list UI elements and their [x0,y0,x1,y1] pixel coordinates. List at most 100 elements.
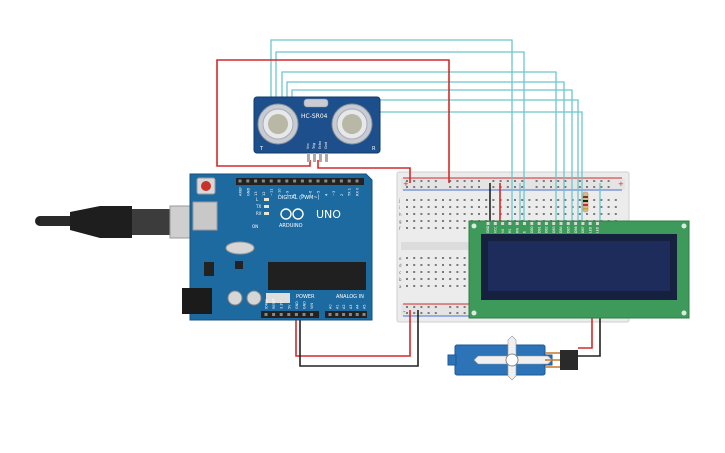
breadboard-rail-hole[interactable] [535,180,538,182]
breadboard-rail-hole[interactable] [506,186,509,188]
breadboard-hole[interactable] [449,227,452,229]
arduino-digital-pin[interactable] [300,179,304,183]
breadboard-hole[interactable] [434,199,437,201]
breadboard-hole[interactable] [420,206,423,208]
breadboard-rail-hole[interactable] [550,180,552,182]
breadboard-hole[interactable] [406,264,408,266]
breadboard-rail-hole[interactable] [506,180,509,182]
breadboard-hole[interactable] [449,285,452,287]
breadboard-hole[interactable] [413,271,416,273]
breadboard-hole[interactable] [535,213,538,215]
breadboard-hole[interactable] [420,199,423,201]
breadboard-hole[interactable] [463,213,466,215]
breadboard-hole[interactable] [492,206,495,208]
breadboard-rail-hole[interactable] [406,186,408,188]
breadboard-rail-hole[interactable] [427,186,430,188]
breadboard-hole[interactable] [406,271,408,273]
breadboard-hole[interactable] [521,206,524,208]
breadboard-hole[interactable] [528,213,531,215]
breadboard-hole[interactable] [427,285,430,287]
breadboard-hole[interactable] [485,206,488,208]
breadboard-hole[interactable] [557,199,560,201]
arduino-digital-pin[interactable] [293,179,297,183]
breadboard-rail-hole[interactable] [593,180,596,182]
breadboard-hole[interactable] [456,257,459,259]
breadboard-hole[interactable] [463,271,466,273]
lcd-pin[interactable] [493,222,497,225]
breadboard-rail-hole[interactable] [586,186,588,188]
arduino-power-pin[interactable] [287,313,291,316]
breadboard-hole[interactable] [593,213,596,215]
breadboard-hole[interactable] [406,220,408,222]
arduino-power-pin[interactable] [310,313,314,316]
breadboard-rail-hole[interactable] [456,312,459,314]
breadboard-rail-hole[interactable] [514,186,516,188]
breadboard-hole[interactable] [434,213,437,215]
arduino-digital-pin[interactable] [277,179,281,183]
breadboard-hole[interactable] [434,271,437,273]
breadboard-hole[interactable] [578,199,581,201]
breadboard-hole[interactable] [442,206,444,208]
breadboard-hole[interactable] [550,206,552,208]
breadboard-rail-hole[interactable] [470,186,473,188]
breadboard-rail-hole[interactable] [557,180,560,182]
breadboard-rail-hole[interactable] [478,186,480,188]
breadboard-hole[interactable] [413,264,416,266]
arduino-digital-pin[interactable] [324,179,328,183]
breadboard-rail-hole[interactable] [449,306,452,308]
breadboard-rail-hole[interactable] [470,180,473,182]
breadboard-hole[interactable] [456,227,459,229]
arduino-analog-pin[interactable] [362,313,366,316]
breadboard-hole[interactable] [564,199,567,201]
arduino-digital-pin[interactable] [261,179,265,183]
arduino-power-pin[interactable] [294,313,298,316]
lcd-pin[interactable] [515,222,519,225]
breadboard-hole[interactable] [614,206,617,208]
breadboard-rail-hole[interactable] [607,186,610,188]
breadboard-rail-hole[interactable] [434,306,437,308]
arduino-analog-pin[interactable] [348,313,352,316]
breadboard-rail-hole[interactable] [521,180,524,182]
lcd-pin[interactable] [596,222,599,225]
breadboard-hole[interactable] [586,213,588,215]
breadboard-hole[interactable] [434,257,437,259]
breadboard-hole[interactable] [614,213,617,215]
breadboard-rail-hole[interactable] [456,180,459,182]
breadboard-hole[interactable] [434,264,437,266]
breadboard-hole[interactable] [449,264,452,266]
breadboard-hole[interactable] [478,199,480,201]
breadboard-hole[interactable] [406,285,408,287]
lcd-pin[interactable] [508,222,512,225]
breadboard-hole[interactable] [456,278,459,280]
breadboard-rail-hole[interactable] [413,306,416,308]
breadboard-hole[interactable] [528,199,531,201]
breadboard-hole[interactable] [463,220,466,222]
breadboard-hole[interactable] [420,220,423,222]
breadboard-hole[interactable] [535,206,538,208]
lcd-pin[interactable] [552,222,556,225]
breadboard-hole[interactable] [456,206,459,208]
arduino-digital-pin[interactable] [246,179,250,183]
breadboard-rail-hole[interactable] [449,180,452,182]
breadboard-rail-hole[interactable] [406,312,408,314]
lcd-pin[interactable] [559,222,563,225]
breadboard-hole[interactable] [434,220,437,222]
breadboard-rail-hole[interactable] [586,180,588,182]
breadboard-hole[interactable] [528,206,531,208]
breadboard-rail-hole[interactable] [564,180,567,182]
breadboard-rail-hole[interactable] [456,186,459,188]
breadboard-hole[interactable] [406,257,408,259]
lcd-pin[interactable] [588,222,592,225]
breadboard-hole[interactable] [514,199,516,201]
breadboard-hole[interactable] [413,278,416,280]
breadboard-hole[interactable] [456,264,459,266]
breadboard-hole[interactable] [406,227,408,229]
breadboard-hole[interactable] [442,271,444,273]
breadboard-hole[interactable] [535,199,538,201]
arduino-digital-pin[interactable] [316,179,320,183]
lcd-pin[interactable] [544,222,548,225]
breadboard-hole[interactable] [485,213,488,215]
breadboard-hole[interactable] [456,271,459,273]
breadboard-hole[interactable] [449,271,452,273]
